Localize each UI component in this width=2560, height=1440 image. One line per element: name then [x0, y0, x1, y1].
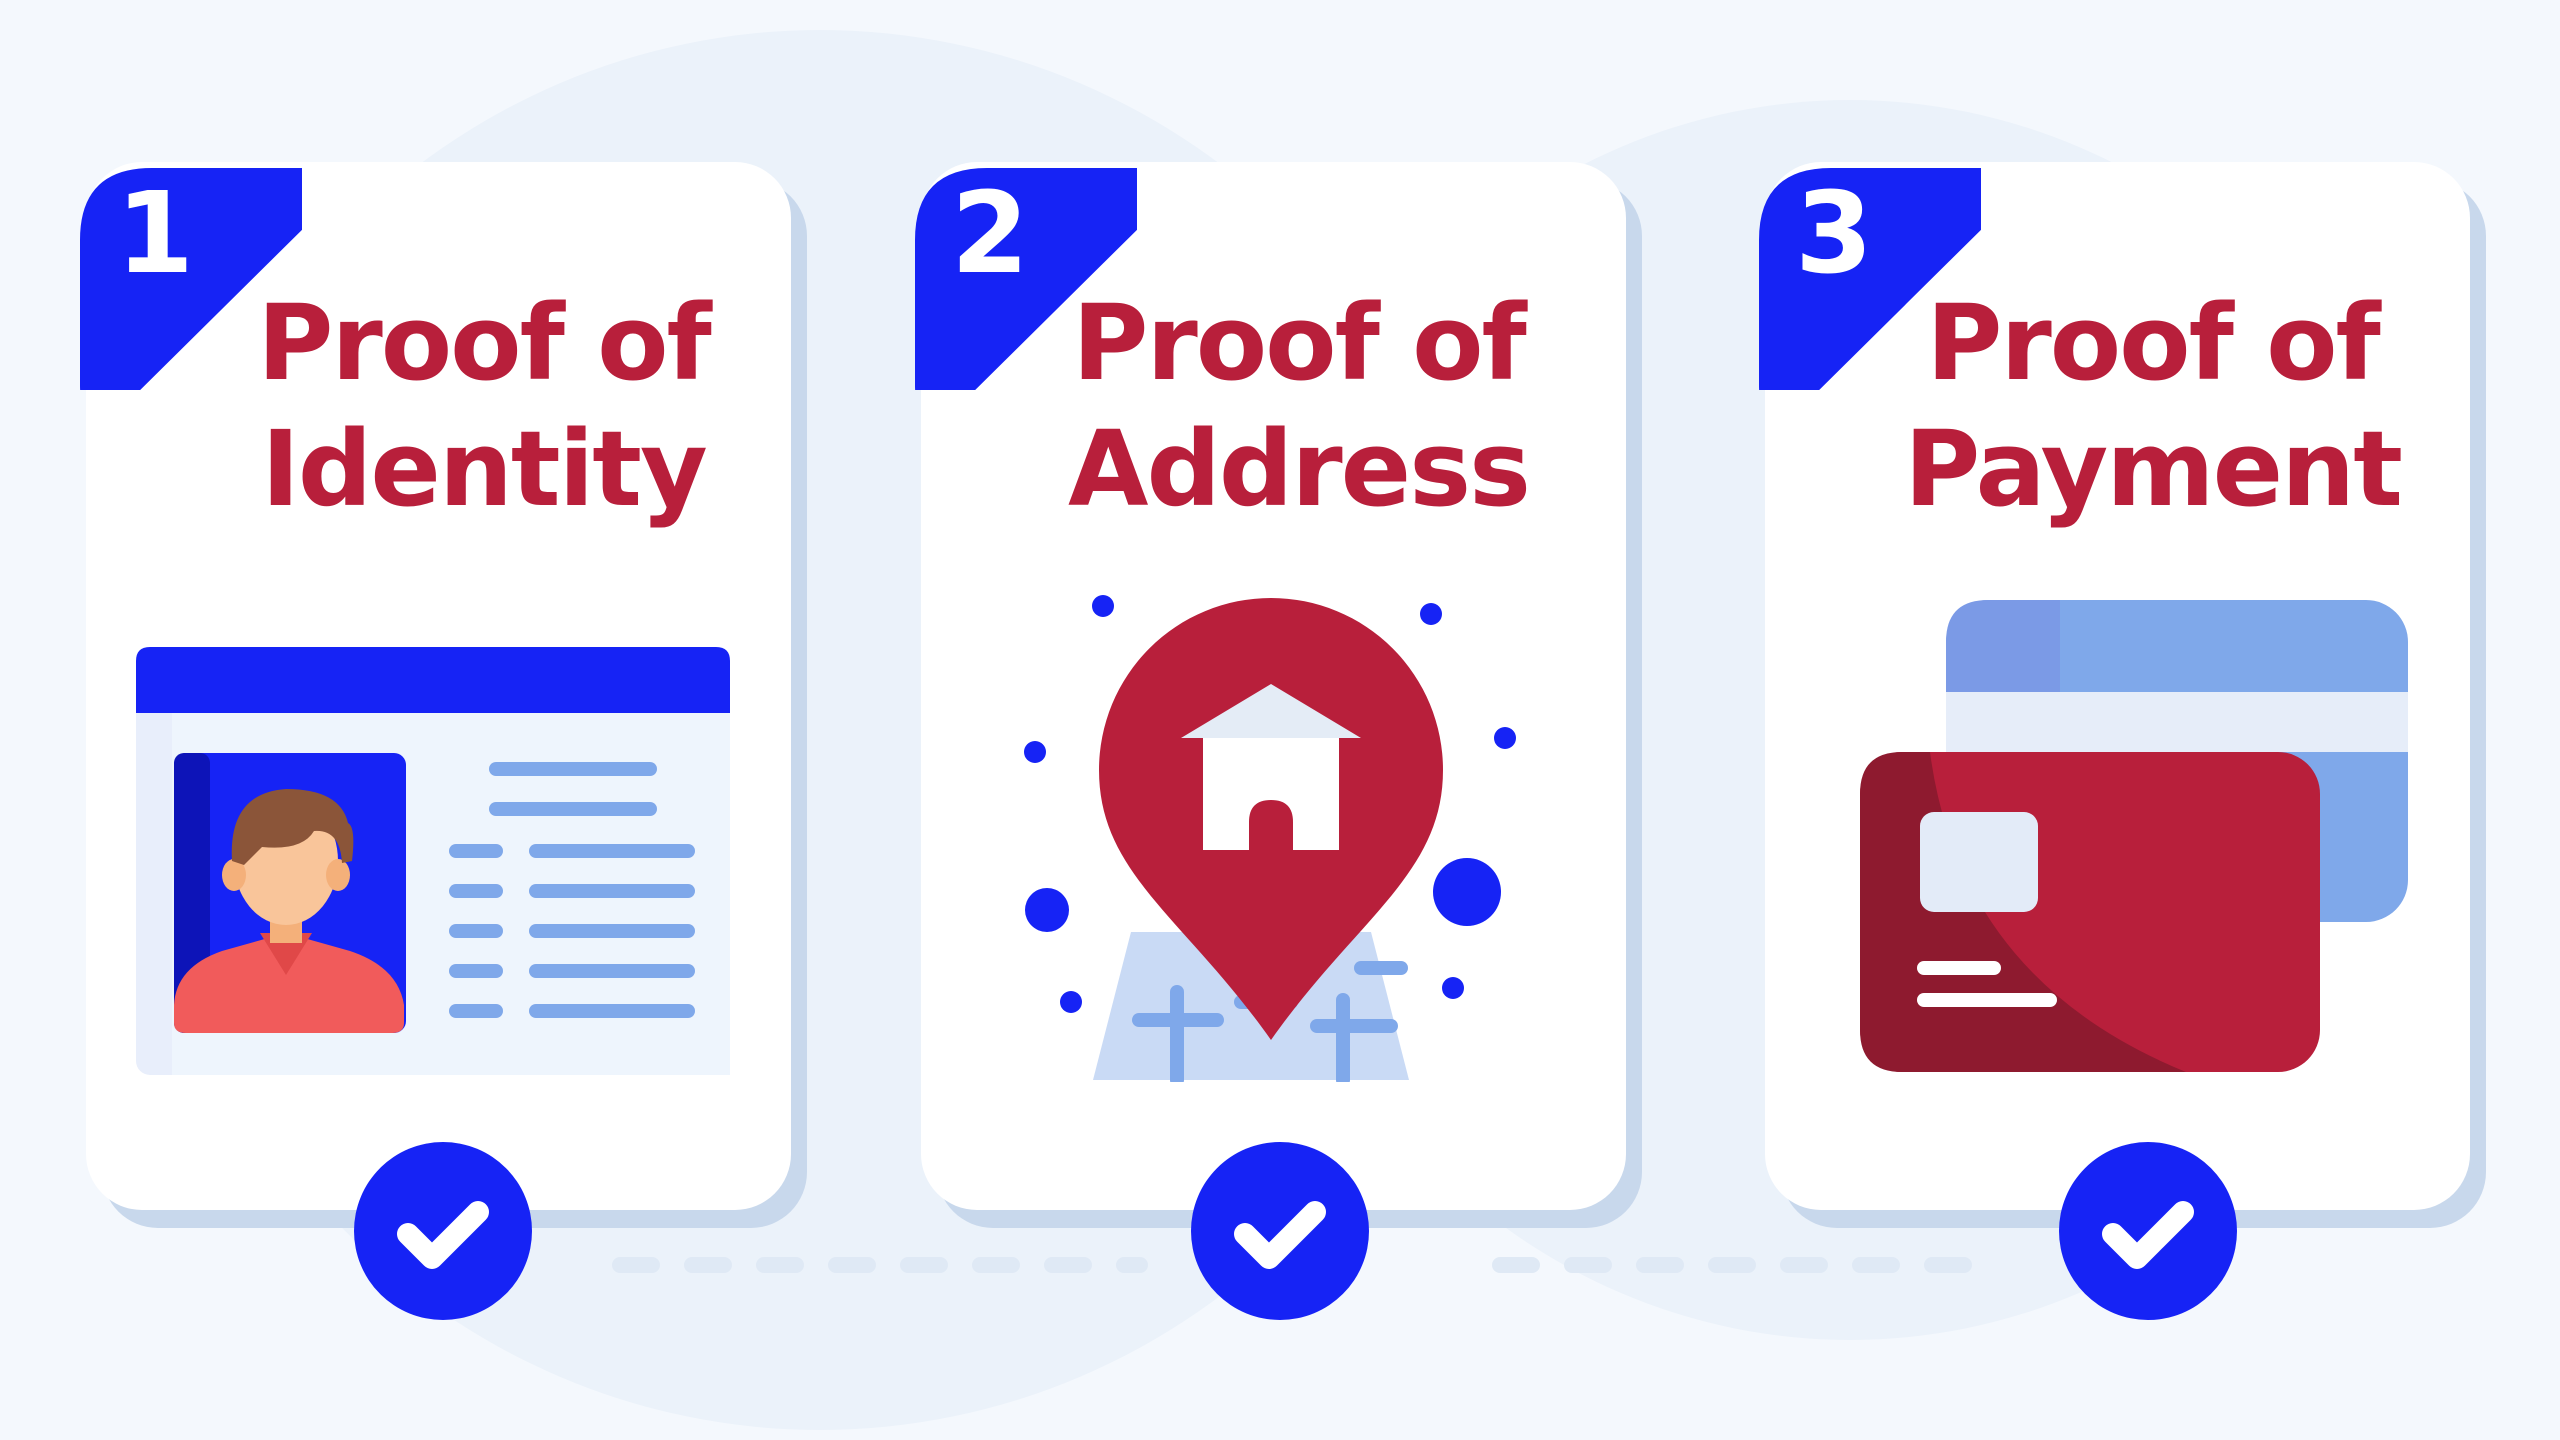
step-number: 2: [951, 169, 1029, 299]
step-title-line2: Identity: [261, 408, 708, 530]
step-number-badge: [1759, 168, 1981, 390]
step-title: Proof of Address: [1011, 280, 1586, 532]
step-number: 1: [116, 169, 194, 299]
text-lines: [449, 762, 695, 1018]
step-title-line2: Address: [1067, 408, 1531, 530]
step-number-badge: [80, 168, 302, 390]
person-avatar-icon: [174, 789, 404, 1033]
check-circle-icon: [2059, 1142, 2237, 1320]
check-circle-icon: [354, 1142, 532, 1320]
house-icon: [1181, 684, 1361, 850]
step-title-line1: Proof of: [257, 282, 712, 404]
step-number-badge: [915, 168, 1137, 390]
step-card-address: 2 Proof of Address: [915, 162, 1626, 1210]
step-title-line1: Proof of: [1072, 282, 1527, 404]
decorative-dots: [1024, 595, 1516, 1013]
id-card-icon: [136, 647, 730, 1075]
step-title: Proof of Payment: [1875, 280, 2430, 532]
step-title-line1: Proof of: [1926, 282, 2381, 404]
check-circle-icon: [1191, 1142, 1369, 1320]
step-title: Proof of Identity: [216, 280, 751, 532]
home-location-pin-icon: [1024, 595, 1516, 1082]
step-number: 3: [1795, 169, 1873, 299]
step-card-payment: 3 Proof of Payment: [1759, 162, 2470, 1210]
step-card-identity: 1 Proof of Identity: [80, 162, 791, 1210]
credit-cards-icon: [1860, 600, 2408, 1072]
step-title-line2: Payment: [1904, 408, 2403, 530]
